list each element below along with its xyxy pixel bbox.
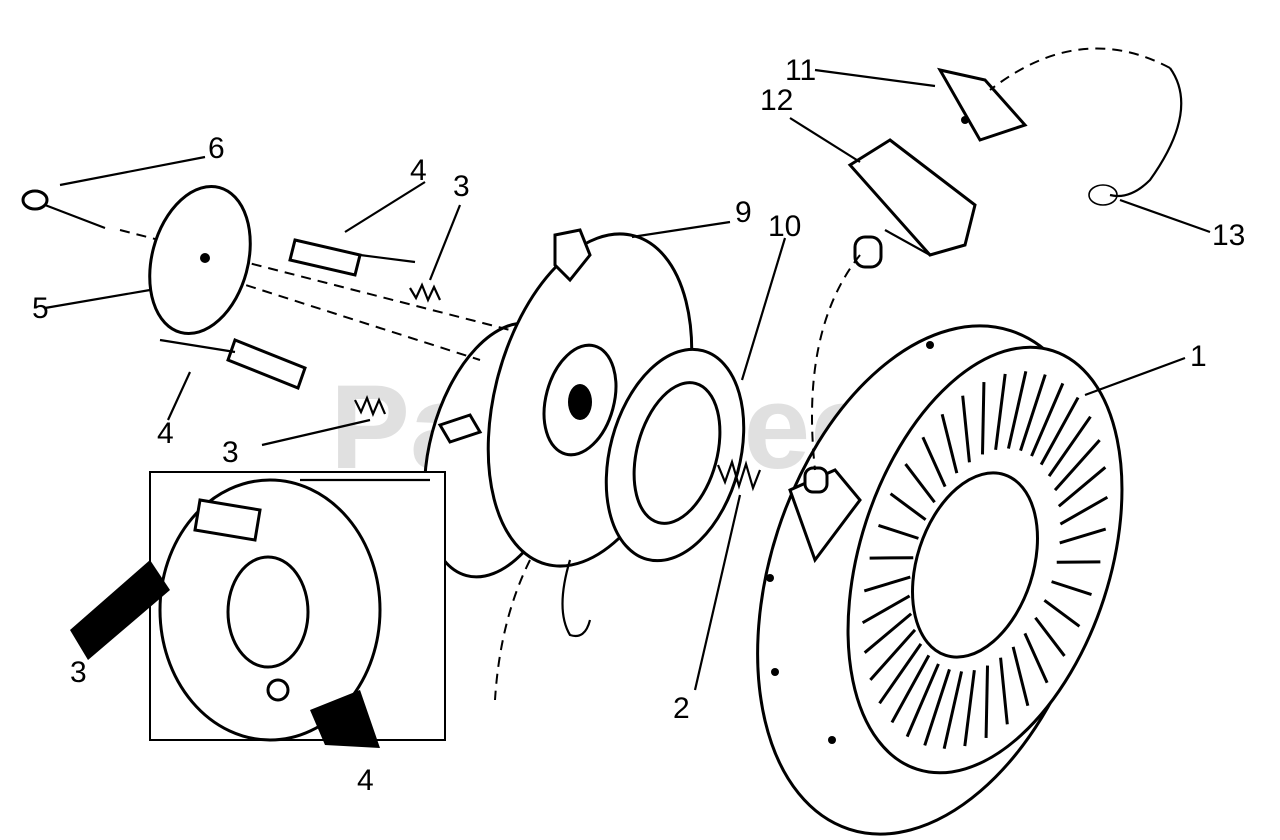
vent-slot [1030, 382, 1065, 457]
part-4-pawl-upper [288, 181, 426, 277]
vent-slot [963, 669, 976, 747]
part-3-spring-upper [409, 204, 462, 303]
vent-slot [1034, 616, 1066, 657]
callout-4-upper: 4 [410, 154, 427, 187]
callout-6: 6 [208, 132, 225, 165]
vent-slot [1011, 646, 1030, 707]
part-2-spring [693, 458, 762, 691]
vent-slot [869, 628, 917, 681]
callout-10: 10 [768, 210, 801, 243]
part-11-handle-insert [814, 67, 1028, 142]
vent-slot [878, 643, 923, 705]
vent-slot [1057, 466, 1107, 508]
callout-3-lower: 3 [222, 436, 239, 469]
callout-11: 11 [785, 54, 816, 87]
vent-slot [940, 413, 959, 474]
vent-slot [861, 594, 911, 625]
vent-slot [889, 492, 927, 521]
vent-slot [1059, 527, 1107, 545]
vent-slot [1023, 632, 1049, 684]
vent-slot [1053, 439, 1101, 492]
vent-slot [1043, 599, 1081, 628]
vent-slot [923, 668, 951, 746]
vent-slot [961, 395, 971, 463]
callout-1: 1 [1190, 340, 1207, 373]
vent-slot [904, 463, 936, 504]
part-4-pawl-lower [159, 338, 307, 421]
housing-vent-slots [861, 371, 1109, 749]
part-13-rope-hook [1088, 67, 1211, 234]
vent-slot [942, 671, 964, 749]
part-12-handle [789, 117, 977, 269]
vent-slot [1056, 560, 1101, 564]
callout-4-lower: 4 [157, 417, 174, 450]
inset-detail [70, 471, 446, 748]
callout-9: 9 [735, 196, 752, 229]
part-10-ring [604, 237, 787, 563]
vent-slot [1059, 495, 1109, 526]
vent-slot [905, 663, 940, 738]
vent-slot [863, 612, 913, 654]
callout-3-upper: 3 [453, 170, 470, 203]
vent-slot [921, 436, 947, 488]
vent-slot [984, 665, 990, 738]
callout-2: 2 [673, 692, 690, 725]
part-6-screw [21, 155, 206, 230]
callout-12: 12 [760, 84, 793, 117]
vent-slot [994, 373, 1007, 451]
vent-slot [1006, 371, 1028, 449]
callout-4-inset: 4 [357, 764, 374, 797]
callout-5: 5 [32, 292, 49, 325]
part-3-spring-lower [261, 395, 387, 447]
vent-slot [1039, 396, 1080, 466]
vent-slot [869, 556, 914, 560]
part-1-starter-housing [756, 324, 1186, 836]
vent-slot [1047, 415, 1092, 477]
vent-slot [980, 382, 986, 455]
vent-slot [878, 523, 919, 540]
part-5-cam-plate [44, 184, 252, 336]
vent-slot [1051, 580, 1092, 597]
vent-slot [1019, 374, 1047, 452]
callout-3-inset: 3 [70, 656, 87, 689]
vent-slot [999, 657, 1009, 725]
vent-slot [890, 654, 931, 724]
vent-slot [863, 575, 911, 593]
callout-13: 13 [1212, 219, 1245, 252]
